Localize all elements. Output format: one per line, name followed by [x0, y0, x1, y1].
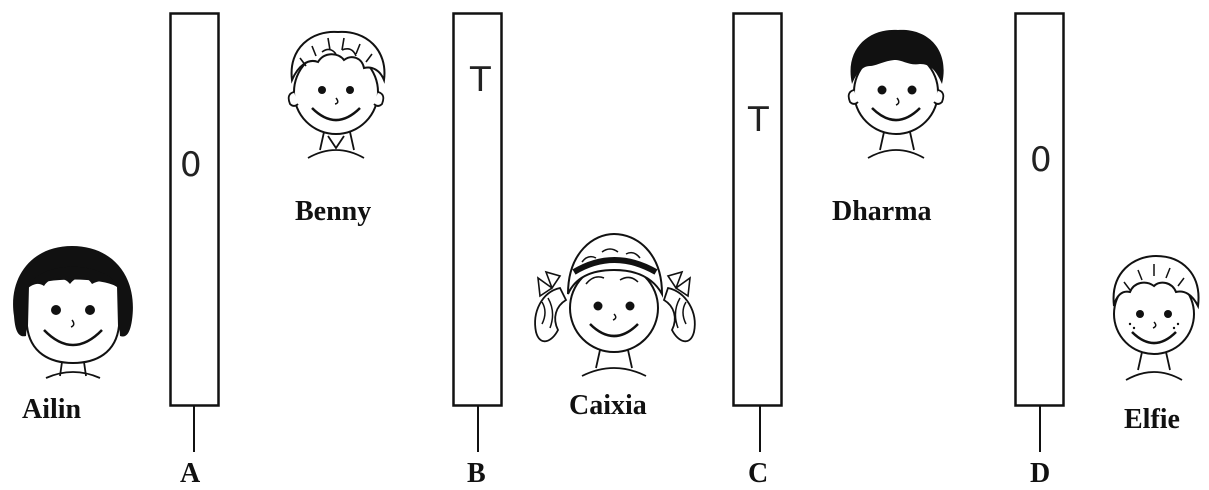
- ailin-name: Ailin: [22, 394, 82, 425]
- caixia-name: Caixia: [569, 390, 647, 421]
- dharma-name: Dharma: [832, 196, 932, 227]
- panel-d-letter: D: [1030, 458, 1051, 489]
- benny-name: Benny: [295, 196, 372, 227]
- panel-b-post: [452, 12, 503, 452]
- panel-a-post: [169, 12, 220, 452]
- panel-d-mark: 0: [1030, 140, 1052, 180]
- panel-d-post: [1014, 12, 1065, 452]
- panel-b-letter: B: [467, 458, 486, 489]
- caixia-portrait: [522, 222, 707, 382]
- panel-a-mark: 0: [180, 145, 202, 185]
- panel-c: [732, 12, 786, 462]
- elfie-portrait: [1094, 246, 1209, 386]
- panel-d: [1014, 12, 1068, 462]
- benny-portrait: [272, 18, 402, 168]
- panel-a: [169, 12, 223, 462]
- panel-c-mark: T: [748, 100, 769, 140]
- dharma-portrait: [830, 20, 965, 165]
- panel-b: [452, 12, 506, 462]
- panel-c-letter: C: [748, 458, 769, 489]
- panel-b-mark: T: [470, 60, 491, 100]
- panel-a-letter: A: [180, 458, 201, 489]
- ailin-portrait: [6, 238, 141, 388]
- elfie-name: Elfie: [1124, 404, 1180, 435]
- panel-c-post: [732, 12, 783, 452]
